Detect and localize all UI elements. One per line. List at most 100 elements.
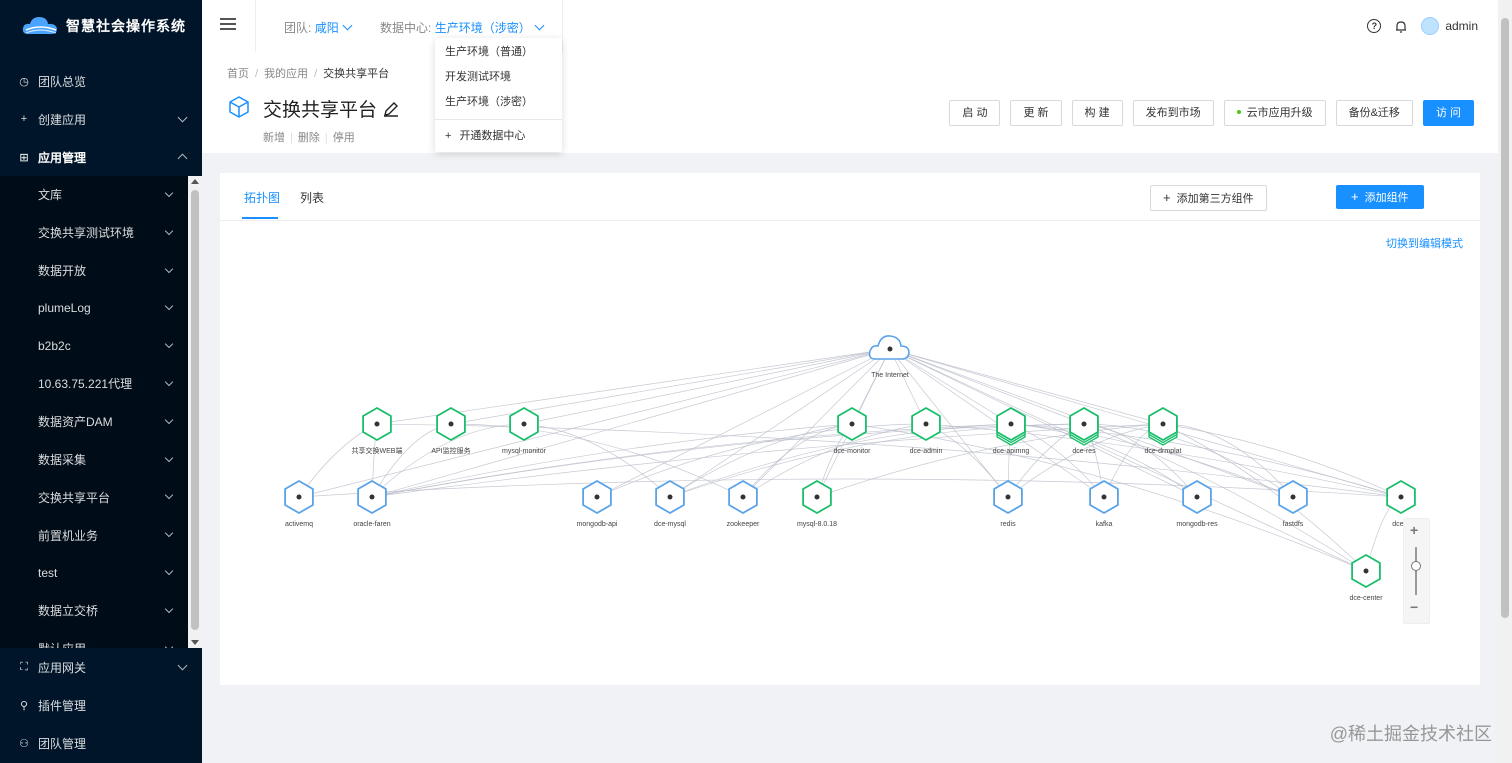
chevron-down-icon bbox=[164, 415, 174, 425]
topology-node[interactable]: mongodb-res bbox=[1176, 479, 1218, 528]
disable-link[interactable]: 停用 bbox=[332, 132, 355, 144]
scroll-down-icon[interactable] bbox=[191, 640, 199, 645]
datacenter-selector[interactable]: 数据中心: 生产环境（涉密） bbox=[380, 19, 545, 36]
submenu-item[interactable]: 数据开放 bbox=[0, 252, 202, 290]
topology-node[interactable]: API监控服务 bbox=[431, 406, 471, 455]
node-label: zookeeper bbox=[727, 521, 760, 528]
topology-node[interactable]: dce-g bbox=[1386, 479, 1416, 528]
dropdown-item-dev-test[interactable]: 开发测试环境 bbox=[445, 71, 511, 83]
node-label: dce-center bbox=[1349, 595, 1383, 602]
topology-graph[interactable]: The Internet 共享交换WEB端 API监控服务 mysql-monitor… bbox=[220, 173, 1480, 685]
submenu-item-label: 数据立交桥 bbox=[38, 604, 99, 619]
bell-icon[interactable] bbox=[1395, 20, 1407, 33]
sidebar-item-app-management[interactable]: ⊞ 应用管理 bbox=[0, 138, 202, 176]
topology-edge bbox=[669, 423, 853, 498]
scroll-up-icon[interactable] bbox=[191, 179, 199, 184]
edit-icon[interactable] bbox=[382, 100, 400, 118]
submenu-item[interactable]: 文库 bbox=[0, 176, 202, 214]
topology-node[interactable]: mysql-8.0.18 bbox=[797, 479, 837, 528]
submenu-item[interactable]: 数据采集 bbox=[0, 441, 202, 479]
topology-node[interactable]: dce-res bbox=[1069, 406, 1099, 455]
topology-node[interactable]: kafka bbox=[1089, 479, 1119, 528]
internet-node[interactable]: The Internet bbox=[868, 335, 910, 379]
topology-edge bbox=[298, 348, 891, 498]
sidebar-item-team-management[interactable]: ⚇ 团队管理 bbox=[0, 724, 202, 762]
sidebar-item-team-overview[interactable]: ◷ 团队总览 bbox=[0, 62, 202, 100]
tab-list[interactable]: 列表 bbox=[300, 191, 325, 205]
topology-node[interactable]: fastdfs bbox=[1278, 479, 1308, 528]
topology-node[interactable]: dce-apimng bbox=[993, 406, 1030, 455]
dropdown-item-prod-normal[interactable]: 生产环境（普通） bbox=[445, 46, 533, 58]
zoom-in-icon[interactable]: + bbox=[1410, 522, 1419, 538]
sidebar-item-create-app[interactable]: + 创建应用 bbox=[0, 100, 202, 138]
start-button[interactable]: 启 动 bbox=[949, 100, 1001, 126]
update-button[interactable]: 更 新 bbox=[1010, 100, 1062, 126]
page-title: 交换共享平台 bbox=[263, 95, 400, 122]
sidebar-item-app-gateway[interactable]: ⛶ 应用网关 bbox=[0, 648, 202, 686]
topology-edge bbox=[371, 423, 853, 498]
tab-topology[interactable]: 拓扑图 bbox=[244, 191, 281, 205]
submenu-item[interactable]: b2b2c bbox=[0, 327, 202, 365]
publish-market-button[interactable]: 发布到市场 bbox=[1132, 100, 1214, 126]
menu-toggle-icon[interactable] bbox=[220, 18, 236, 32]
topology-node[interactable]: oracle-faren bbox=[353, 479, 391, 528]
topology-edge bbox=[1083, 423, 1367, 572]
breadcrumb-my-apps[interactable]: 我的应用 bbox=[264, 68, 309, 80]
backup-migrate-button[interactable]: 备份&迁移 bbox=[1335, 100, 1413, 126]
topology-node[interactable]: dce-center bbox=[1349, 553, 1383, 602]
header-right: ? admin bbox=[1367, 17, 1478, 35]
node-dot bbox=[448, 421, 454, 427]
switch-edit-mode-link[interactable]: 切换到编辑模式 bbox=[1386, 238, 1463, 250]
topology-node[interactable]: mongodb-api bbox=[577, 479, 618, 528]
topology-node[interactable]: dce-admin bbox=[910, 406, 943, 455]
node-label: dce-mysql bbox=[654, 521, 686, 528]
add-third-party-button[interactable]: +添加第三方组件 bbox=[1150, 185, 1267, 211]
topology-node[interactable]: mysql-monitor bbox=[502, 406, 547, 455]
sidebar-item-plugin-management[interactable]: ⚲ 插件管理 bbox=[0, 686, 202, 724]
topology-edge bbox=[816, 423, 1164, 498]
topology-node[interactable]: dce-monitor bbox=[834, 406, 872, 455]
brand-logo[interactable]: 智慧社会操作系统 bbox=[0, 0, 202, 52]
topology-node[interactable]: redis bbox=[993, 479, 1023, 528]
topology-edge bbox=[596, 423, 927, 498]
node-dot bbox=[1008, 421, 1014, 427]
topology-node[interactable]: 共享交换WEB端 bbox=[352, 406, 403, 455]
topology-edge bbox=[742, 423, 853, 498]
cloud-upgrade-button[interactable]: 云市应用升级 bbox=[1223, 100, 1326, 126]
team-selector[interactable]: 团队: 咸阳 bbox=[284, 19, 353, 36]
team-label: 团队: bbox=[284, 21, 312, 35]
visit-button[interactable]: 访 问 bbox=[1422, 100, 1474, 126]
submenu-item[interactable]: 交换共享测试环境 bbox=[0, 214, 202, 252]
dropdown-item-prod-secret[interactable]: 生产环境（涉密） bbox=[445, 96, 533, 108]
zoom-out-icon[interactable]: − bbox=[1410, 599, 1419, 615]
add-component-button[interactable]: +添加组件 bbox=[1336, 185, 1424, 209]
scrollbar-thumb[interactable] bbox=[1501, 18, 1509, 618]
submenu-item[interactable]: 10.63.75.221代理 bbox=[0, 365, 202, 403]
delete-link[interactable]: 删除 bbox=[297, 132, 320, 144]
submenu-item[interactable]: 交换共享平台 bbox=[0, 478, 202, 516]
zoom-slider-handle[interactable] bbox=[1411, 561, 1421, 571]
page-scrollbar[interactable] bbox=[1498, 0, 1512, 763]
internet-label: The Internet bbox=[871, 372, 909, 379]
topology-node[interactable]: dce-drmplat bbox=[1145, 406, 1182, 455]
topology-node[interactable]: dce-mysql bbox=[654, 479, 686, 528]
scrollbar-thumb[interactable] bbox=[191, 190, 199, 630]
breadcrumb-home[interactable]: 首页 bbox=[227, 68, 249, 80]
user-menu[interactable]: admin bbox=[1421, 17, 1478, 35]
open-datacenter-item[interactable]: +开通数据中心 bbox=[435, 124, 562, 149]
topology-edge bbox=[1010, 423, 1198, 498]
zoom-slider-track[interactable] bbox=[1415, 547, 1417, 595]
submenu-item[interactable]: 数据立交桥 bbox=[0, 592, 202, 630]
submenu-item[interactable]: 数据资产DAM bbox=[0, 403, 202, 441]
submenu-item[interactable]: 前置机业务 bbox=[0, 516, 202, 554]
add-link[interactable]: 新增 bbox=[263, 132, 285, 144]
submenu-item[interactable]: test bbox=[0, 554, 202, 592]
help-icon[interactable]: ? bbox=[1367, 19, 1382, 33]
topology-node[interactable]: zookeeper bbox=[727, 479, 760, 528]
topology-edge bbox=[1007, 423, 1164, 498]
submenu-item[interactable]: 默认应用 bbox=[0, 630, 202, 648]
topology-node[interactable]: activemq bbox=[284, 479, 314, 528]
build-button[interactable]: 构 建 bbox=[1071, 100, 1123, 126]
submenu-item[interactable]: plumeLog bbox=[0, 289, 202, 327]
submenu-scrollbar[interactable] bbox=[188, 176, 202, 648]
